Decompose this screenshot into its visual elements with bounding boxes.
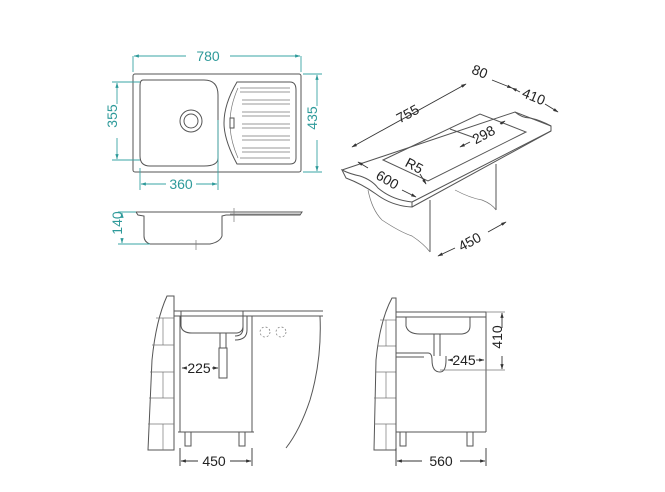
dimension-label: 410 bbox=[520, 85, 548, 109]
dimension-450-front: 450 bbox=[179, 448, 253, 469]
dimension-410: 410 bbox=[511, 85, 559, 113]
dimension-label: 355 bbox=[104, 104, 120, 128]
isometric-view bbox=[340, 111, 552, 253]
dimension-label: 140 bbox=[109, 211, 125, 235]
dimension-label: 450 bbox=[456, 229, 484, 254]
dimension-label: 360 bbox=[169, 176, 193, 192]
dimension-298: 298 bbox=[459, 120, 506, 148]
dimension-435: 435 bbox=[303, 73, 322, 173]
dimension-label: 435 bbox=[304, 106, 320, 130]
side-installation-view bbox=[373, 297, 505, 451]
top-view-sink bbox=[132, 73, 302, 173]
dimension-label: 755 bbox=[394, 101, 422, 126]
dimension-245: 245 bbox=[447, 352, 485, 368]
dimension-label: 450 bbox=[202, 453, 226, 469]
dimension-225: 225 bbox=[181, 360, 219, 376]
side-profile-sink bbox=[135, 208, 303, 250]
dimension-label: 410 bbox=[489, 325, 505, 349]
dimension-label: 225 bbox=[187, 360, 211, 376]
dimension-360: 360 bbox=[139, 120, 219, 192]
dimension-r5: R5 bbox=[403, 154, 427, 185]
dimension-label: R5 bbox=[403, 154, 427, 177]
front-installation-view bbox=[147, 295, 323, 451]
dimension-755: 755 bbox=[351, 83, 467, 148]
dimension-410-side: 410 bbox=[489, 312, 505, 370]
dimension-355: 355 bbox=[104, 81, 140, 161]
dimension-label: 80 bbox=[470, 61, 491, 82]
dimension-label: 780 bbox=[196, 48, 220, 64]
dimension-label: 600 bbox=[373, 167, 401, 193]
dimension-label: 560 bbox=[429, 453, 453, 469]
dimension-560: 560 bbox=[395, 448, 487, 469]
dimension-140: 140 bbox=[109, 211, 150, 245]
dimension-780: 780 bbox=[132, 48, 302, 72]
dimension-450-iso: 450 bbox=[437, 221, 507, 257]
dimension-80: 80 bbox=[470, 61, 513, 89]
dimension-label: 245 bbox=[452, 352, 476, 368]
